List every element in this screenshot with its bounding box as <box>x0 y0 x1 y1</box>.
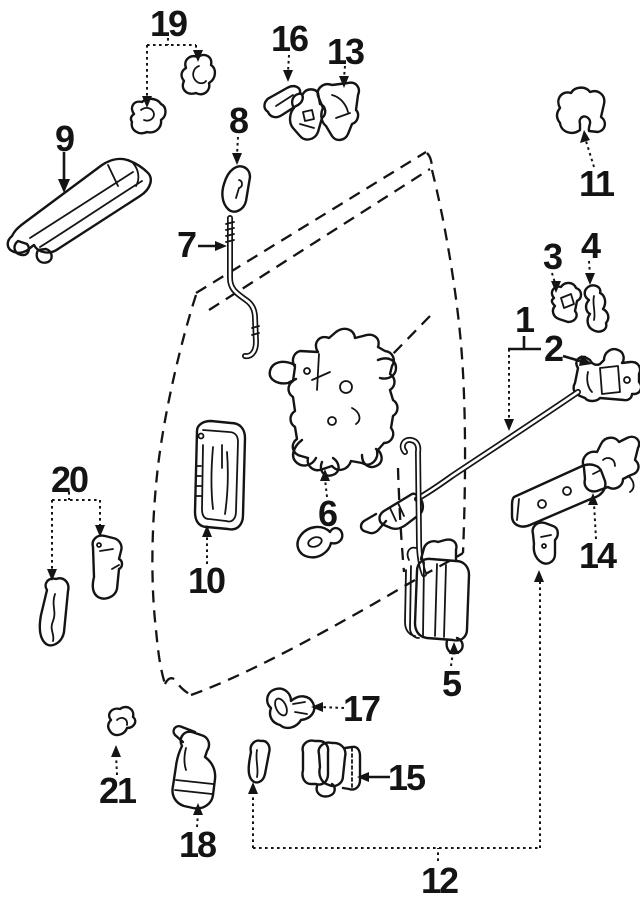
part-label-2: 2 <box>543 328 564 369</box>
actuator-rod-art <box>399 436 427 577</box>
part-2-lock-cylinder-housing-art <box>572 347 640 403</box>
part-21-cap-art <box>107 705 137 737</box>
part-1-cable-assembly-art <box>296 389 581 559</box>
part-label-9: 9 <box>54 118 75 159</box>
callout-18 <box>193 803 203 828</box>
part-19a-clip-art <box>129 97 167 135</box>
callout-12 <box>248 570 544 861</box>
part-10-bezel-art <box>193 419 247 531</box>
callout-11 <box>580 130 595 168</box>
callout-15 <box>357 772 390 782</box>
part-3-clip-art <box>550 281 583 324</box>
callout-1 <box>504 336 541 431</box>
part-4-clip-art <box>583 284 610 333</box>
part-label-10: 10 <box>187 560 226 601</box>
door-outline-dashed <box>151 151 467 697</box>
part-11-clip-art <box>555 86 606 134</box>
part-label-19: 19 <box>149 3 188 44</box>
part-15-striker-art <box>301 739 362 798</box>
part-label-8: 8 <box>228 100 249 141</box>
part-16-gasket-art <box>263 85 304 119</box>
callout-7 <box>198 241 227 251</box>
callout-4 <box>585 260 595 285</box>
part-5-actuator-art <box>404 538 471 655</box>
callout-5 <box>449 642 459 667</box>
part-20b-grommet-art <box>91 534 124 600</box>
part-18-boot-art <box>171 725 217 810</box>
part-9-outside-handle-art <box>6 157 152 264</box>
part-label-18: 18 <box>178 824 217 865</box>
part-label-4: 4 <box>580 225 601 266</box>
part-label-16: 16 <box>270 18 309 59</box>
part-label-5: 5 <box>441 663 462 704</box>
callout-9 <box>58 152 70 193</box>
part-13-bracket-art <box>288 81 361 142</box>
callout-21 <box>111 745 121 776</box>
part-label-12: 12 <box>420 860 459 901</box>
callout-13 <box>339 65 349 88</box>
part-label-7: 7 <box>176 224 197 265</box>
part-label-14: 14 <box>578 535 617 576</box>
part-label-11: 11 <box>578 163 615 204</box>
callout-19 <box>142 38 203 108</box>
callout-16 <box>283 54 293 82</box>
part-label-6: 6 <box>317 493 338 534</box>
part-17-lever-art <box>265 687 316 730</box>
part-label-21: 21 <box>98 770 137 811</box>
callout-2 <box>562 354 592 366</box>
part-20a-grommet-art <box>38 577 70 647</box>
callout-3 <box>551 272 561 293</box>
part-12a-clip-art <box>247 739 271 784</box>
part-14-bracket-art <box>510 435 640 528</box>
part-label-3: 3 <box>542 236 563 277</box>
part-6-latch-assembly-art <box>268 327 399 477</box>
part-12b-clip-art <box>531 521 559 565</box>
part-label-15: 15 <box>387 757 426 798</box>
part-label-20: 20 <box>50 459 89 500</box>
callout-17 <box>311 702 345 712</box>
part-label-13: 13 <box>326 31 365 72</box>
part-8-plate-art <box>221 165 252 213</box>
part-7-lock-rod-art <box>225 215 260 360</box>
callout-6 <box>320 469 330 498</box>
callout-8 <box>232 136 242 165</box>
callout-10 <box>202 525 212 564</box>
callout-14 <box>588 493 598 540</box>
callout-20 <box>47 492 105 581</box>
part-label-17: 17 <box>342 688 381 729</box>
part-label-1: 1 <box>514 299 535 340</box>
